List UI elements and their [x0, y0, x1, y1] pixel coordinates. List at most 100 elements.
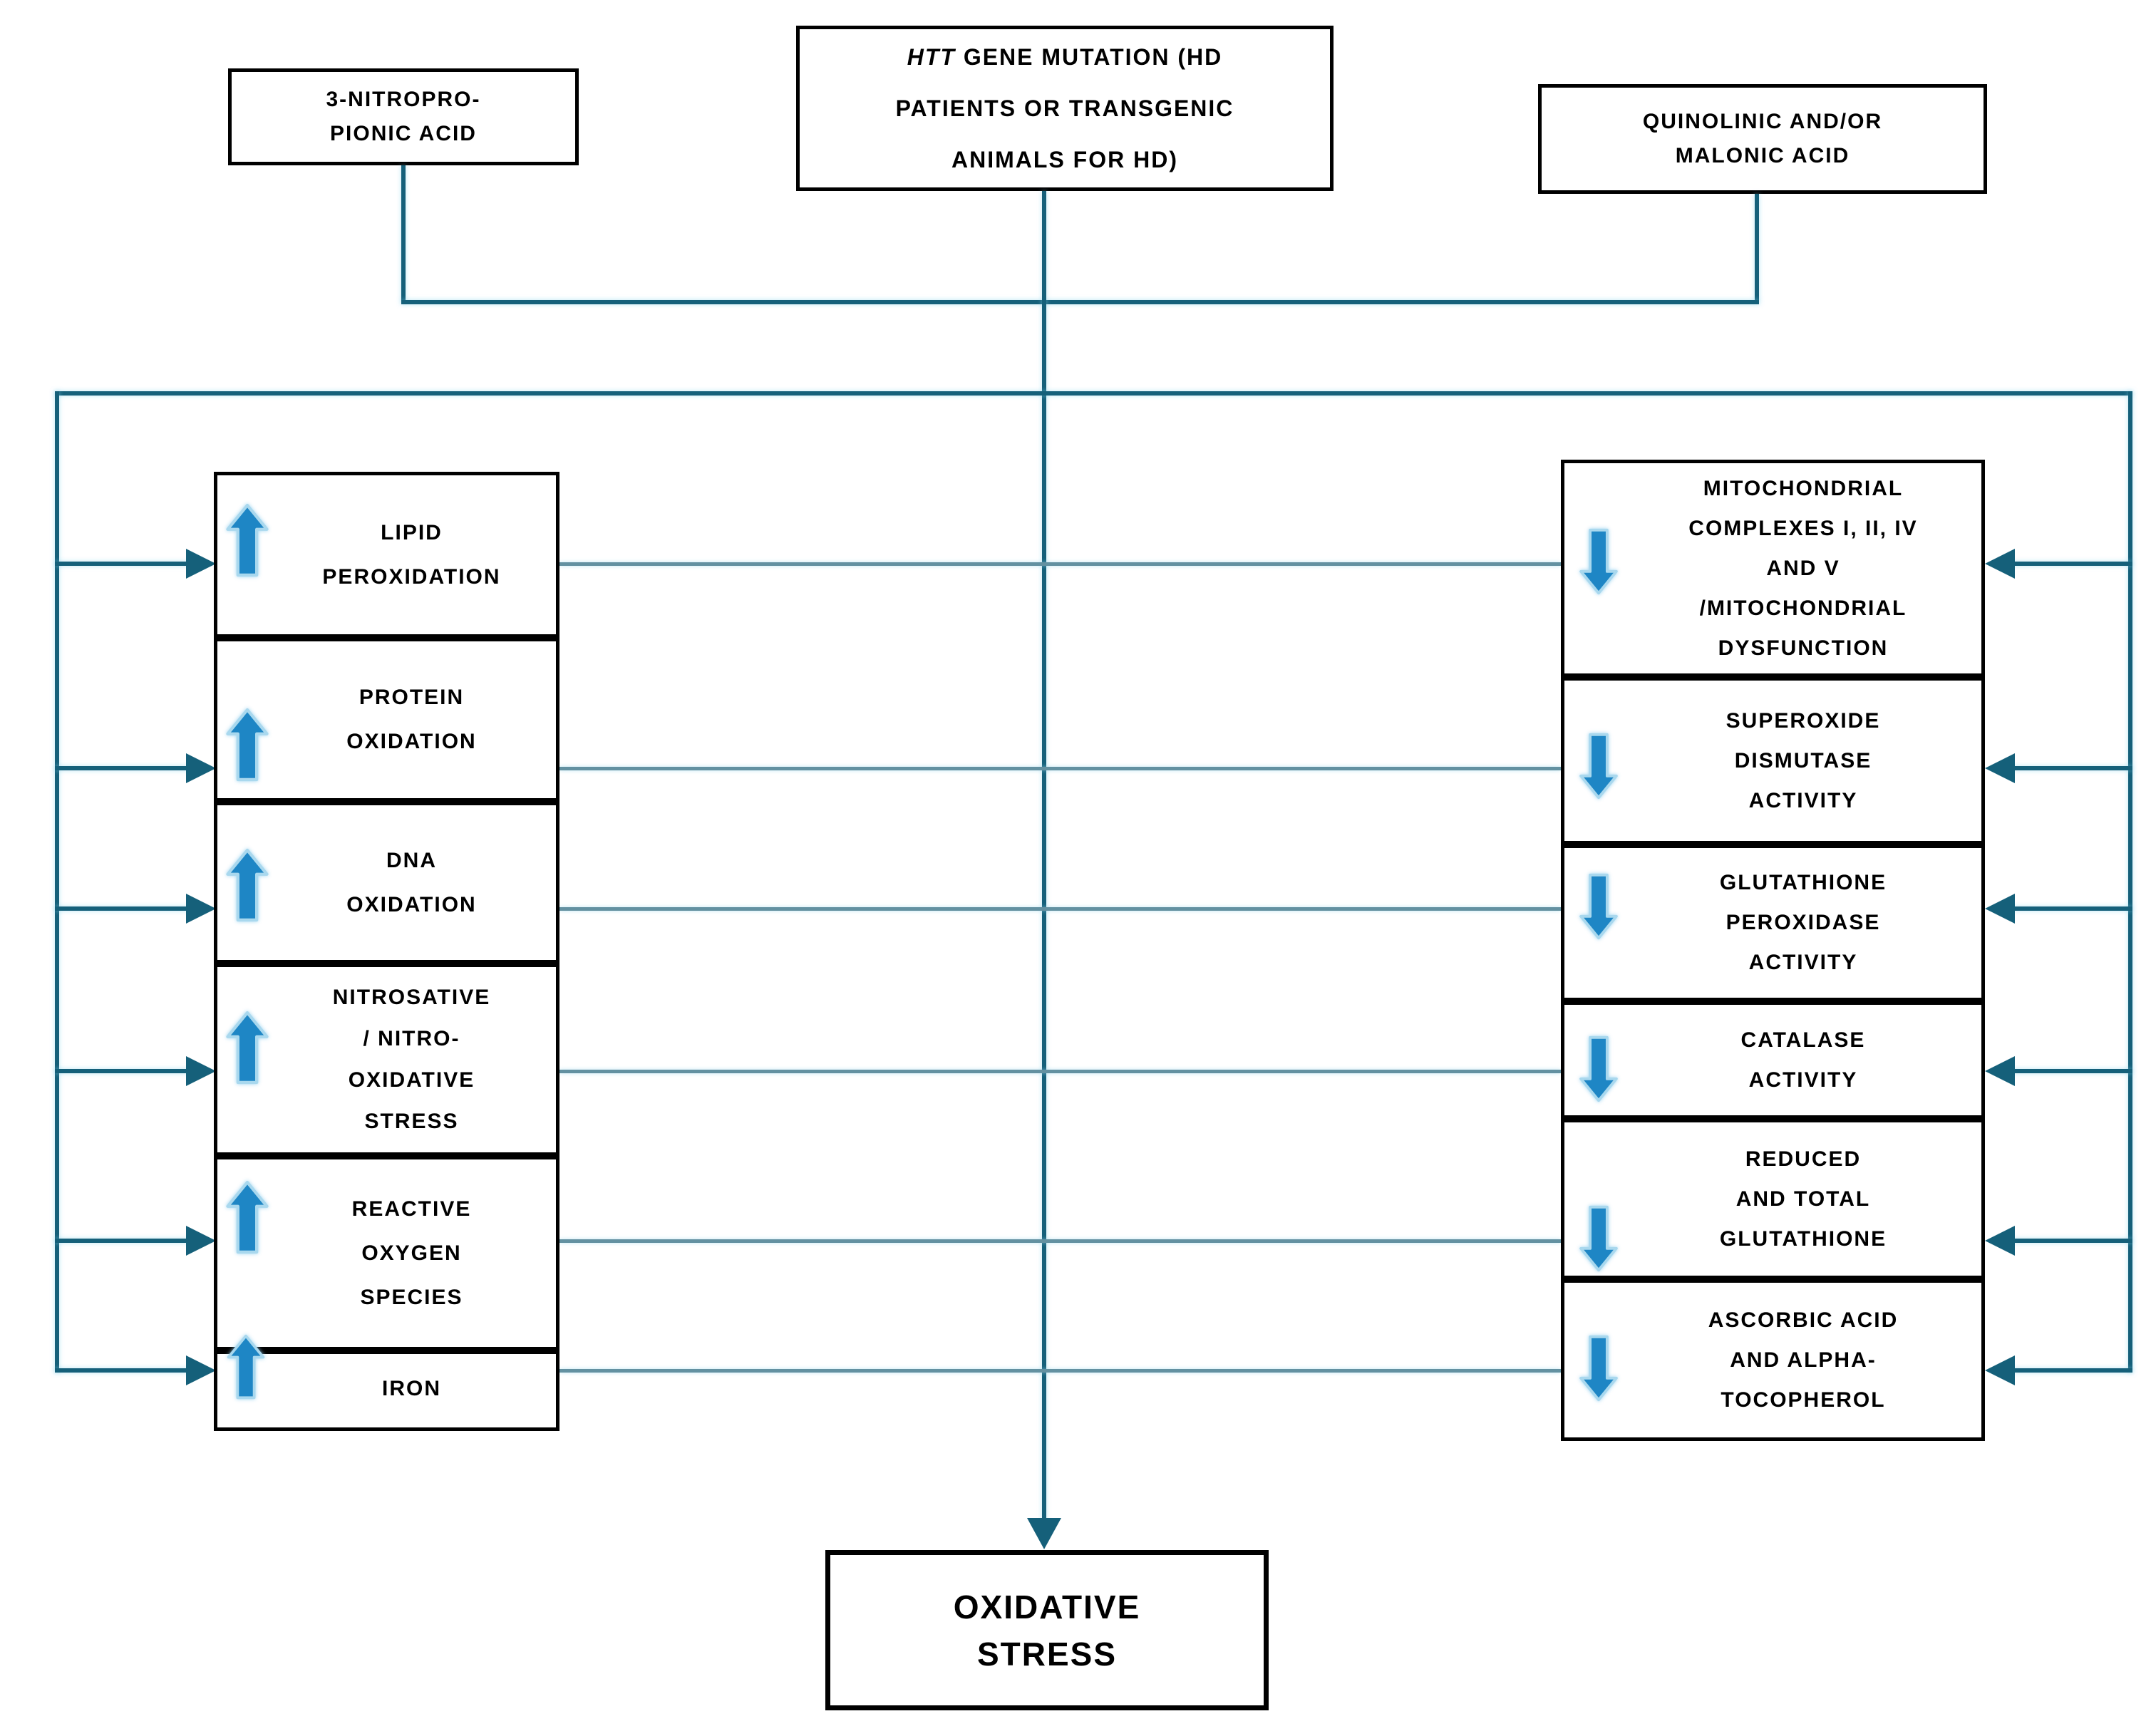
box-iron: IRON — [214, 1350, 559, 1431]
box-label: PIONIC ACID — [330, 122, 477, 145]
up-arrow-icon — [226, 1180, 269, 1254]
box-label: SUPEROXIDE — [1726, 708, 1881, 733]
box-label: TOCOPHEROL — [1721, 1388, 1886, 1412]
arrow-line-into-sod — [2011, 766, 2132, 770]
arrow-line-into-iron — [55, 1368, 190, 1373]
box-label: ANIMALS FOR HD) — [951, 147, 1178, 172]
box-label: STRESS — [976, 1635, 1118, 1673]
arrowhead-right-icon — [186, 894, 216, 924]
arrow-line-into-lipid — [55, 562, 190, 566]
box-catalase-activity: CATALASE ACTIVITY — [1561, 1001, 1985, 1119]
arrow-line-into-ascorbic — [2011, 1368, 2132, 1373]
arrowhead-right-icon — [186, 549, 216, 579]
arrowhead-down-icon — [1027, 1518, 1061, 1549]
box-label: SPECIES — [360, 1285, 463, 1309]
box-label: AND ALPHA- — [1730, 1348, 1877, 1372]
box-label: MALONIC ACID — [1675, 144, 1850, 167]
connector-left-vertical — [55, 391, 59, 1373]
box-label: CATALASE — [1740, 1028, 1866, 1052]
box-label: DYSFUNCTION — [1718, 636, 1889, 660]
box-protein-oxidation: PROTEIN OXIDATION — [214, 638, 559, 802]
arrowhead-right-icon — [186, 1355, 216, 1385]
rowline-iron-to-ascorbic — [559, 1369, 1561, 1373]
arrowhead-right-icon — [186, 1056, 216, 1086]
box-oxidative-stress: OXIDATIVE STRESS — [825, 1550, 1269, 1710]
box-label: NITROSATIVE — [332, 986, 491, 1009]
box-label: STRESS — [364, 1110, 459, 1133]
connector-drop-nitropropionic — [401, 165, 406, 302]
box-label: OXIDATIVE — [348, 1068, 475, 1092]
box-label: OXIDATION — [346, 892, 477, 916]
connector-center-vertical — [1042, 191, 1046, 1534]
arrowhead-left-icon — [1985, 753, 2015, 783]
box-label: LIPID — [381, 520, 443, 544]
connector-right-vertical — [2128, 391, 2132, 1373]
box-lipid-peroxidation: LIPID PEROXIDATION — [214, 472, 559, 638]
box-label: PROTEIN — [358, 686, 465, 709]
arrow-line-into-nitrosative — [55, 1069, 190, 1073]
arrowhead-left-icon — [1985, 1056, 2015, 1086]
rowline-lipid-to-mitochondrial — [559, 562, 1561, 566]
box-ascorbic-tocopherol: ASCORBIC ACID AND ALPHA- TOCOPHEROL — [1561, 1279, 1985, 1441]
box-label: / NITRO- — [363, 1027, 460, 1050]
box-label: ASCORBIC ACID — [1708, 1308, 1899, 1332]
down-arrow-icon — [1579, 1035, 1618, 1102]
arrowhead-right-icon — [186, 1226, 216, 1256]
down-arrow-icon — [1579, 528, 1618, 595]
box-label: ACTIVITY — [1748, 1068, 1858, 1092]
arrow-line-into-glutathione — [2011, 1239, 2132, 1243]
box-label: OXYGEN — [361, 1241, 462, 1265]
box-label: GLUTATHIONE — [1719, 871, 1887, 894]
arrow-line-into-protein — [55, 766, 190, 770]
down-arrow-icon — [1579, 1205, 1618, 1272]
arrow-line-into-catalase — [2011, 1069, 2132, 1073]
box-label: /MITOCHONDRIAL — [1699, 596, 1907, 620]
rowline-protein-to-sod — [559, 767, 1561, 770]
arrowhead-left-icon — [1985, 1355, 2015, 1385]
box-htt-gene-mutation: HTT GENE MUTATION (HD PATIENTS OR TRANSG… — [796, 26, 1334, 191]
up-arrow-icon — [226, 848, 269, 922]
arrowhead-left-icon — [1985, 1226, 2015, 1256]
box-label: HTT GENE MUTATION (HD — [907, 44, 1223, 70]
arrowhead-left-icon — [1985, 549, 2015, 579]
box-label: REACTIVE — [351, 1197, 472, 1221]
box-label: 3-NITROPRO- — [326, 88, 481, 111]
arrow-line-into-ros — [55, 1239, 190, 1243]
arrow-line-into-dna — [55, 906, 190, 911]
rowline-nitrosative-to-catalase — [559, 1070, 1561, 1073]
box-label: IRON — [382, 1377, 441, 1400]
up-arrow-icon — [226, 1011, 269, 1085]
box-label: PEROXIDASE — [1726, 911, 1881, 934]
up-arrow-icon — [226, 708, 269, 782]
box-label: MITOCHONDRIAL — [1703, 476, 1904, 500]
box-label: DISMUTASE — [1734, 748, 1872, 773]
box-label: AND V — [1766, 556, 1840, 580]
box-label: PEROXIDATION — [322, 564, 501, 589]
box-nitrosative-stress: NITROSATIVE / NITRO- OXIDATIVE STRESS — [214, 963, 559, 1156]
rowline-ros-to-glutathione — [559, 1239, 1561, 1243]
box-label: COMPLEXES I, II, IV — [1688, 516, 1918, 540]
box-mitochondrial-complexes: MITOCHONDRIAL COMPLEXES I, II, IV AND V … — [1561, 460, 1985, 677]
down-arrow-icon — [1579, 1335, 1618, 1402]
connector-feeder-horizontal — [401, 300, 1759, 304]
box-quinolinic-malonic-acid: QUINOLINIC AND/OR MALONIC ACID — [1538, 84, 1987, 194]
arrow-line-into-gpx — [2011, 906, 2132, 911]
box-label: GLUTATHIONE — [1719, 1226, 1887, 1251]
htt-gene-symbol: HTT — [907, 44, 956, 70]
box-label: ACTIVITY — [1748, 788, 1858, 812]
arrow-line-into-mitochondrial — [2011, 562, 2132, 566]
down-arrow-icon — [1579, 873, 1618, 940]
box-label: OXIDATIVE — [953, 1588, 1141, 1626]
box-dna-oxidation: DNA OXIDATION — [214, 802, 559, 963]
box-label: QUINOLINIC AND/OR — [1642, 110, 1883, 133]
box-3-nitropropionic-acid: 3-NITROPRO- PIONIC ACID — [228, 68, 579, 165]
connector-main-horizontal — [55, 391, 2132, 396]
rowline-dna-to-gpx — [559, 907, 1561, 911]
arrowhead-right-icon — [186, 753, 216, 783]
box-label: DNA — [386, 848, 437, 872]
down-arrow-icon — [1579, 733, 1618, 800]
up-arrow-icon — [226, 503, 269, 577]
box-label: PATIENTS OR TRANSGENIC — [895, 95, 1234, 121]
box-label: ACTIVITY — [1748, 951, 1858, 974]
